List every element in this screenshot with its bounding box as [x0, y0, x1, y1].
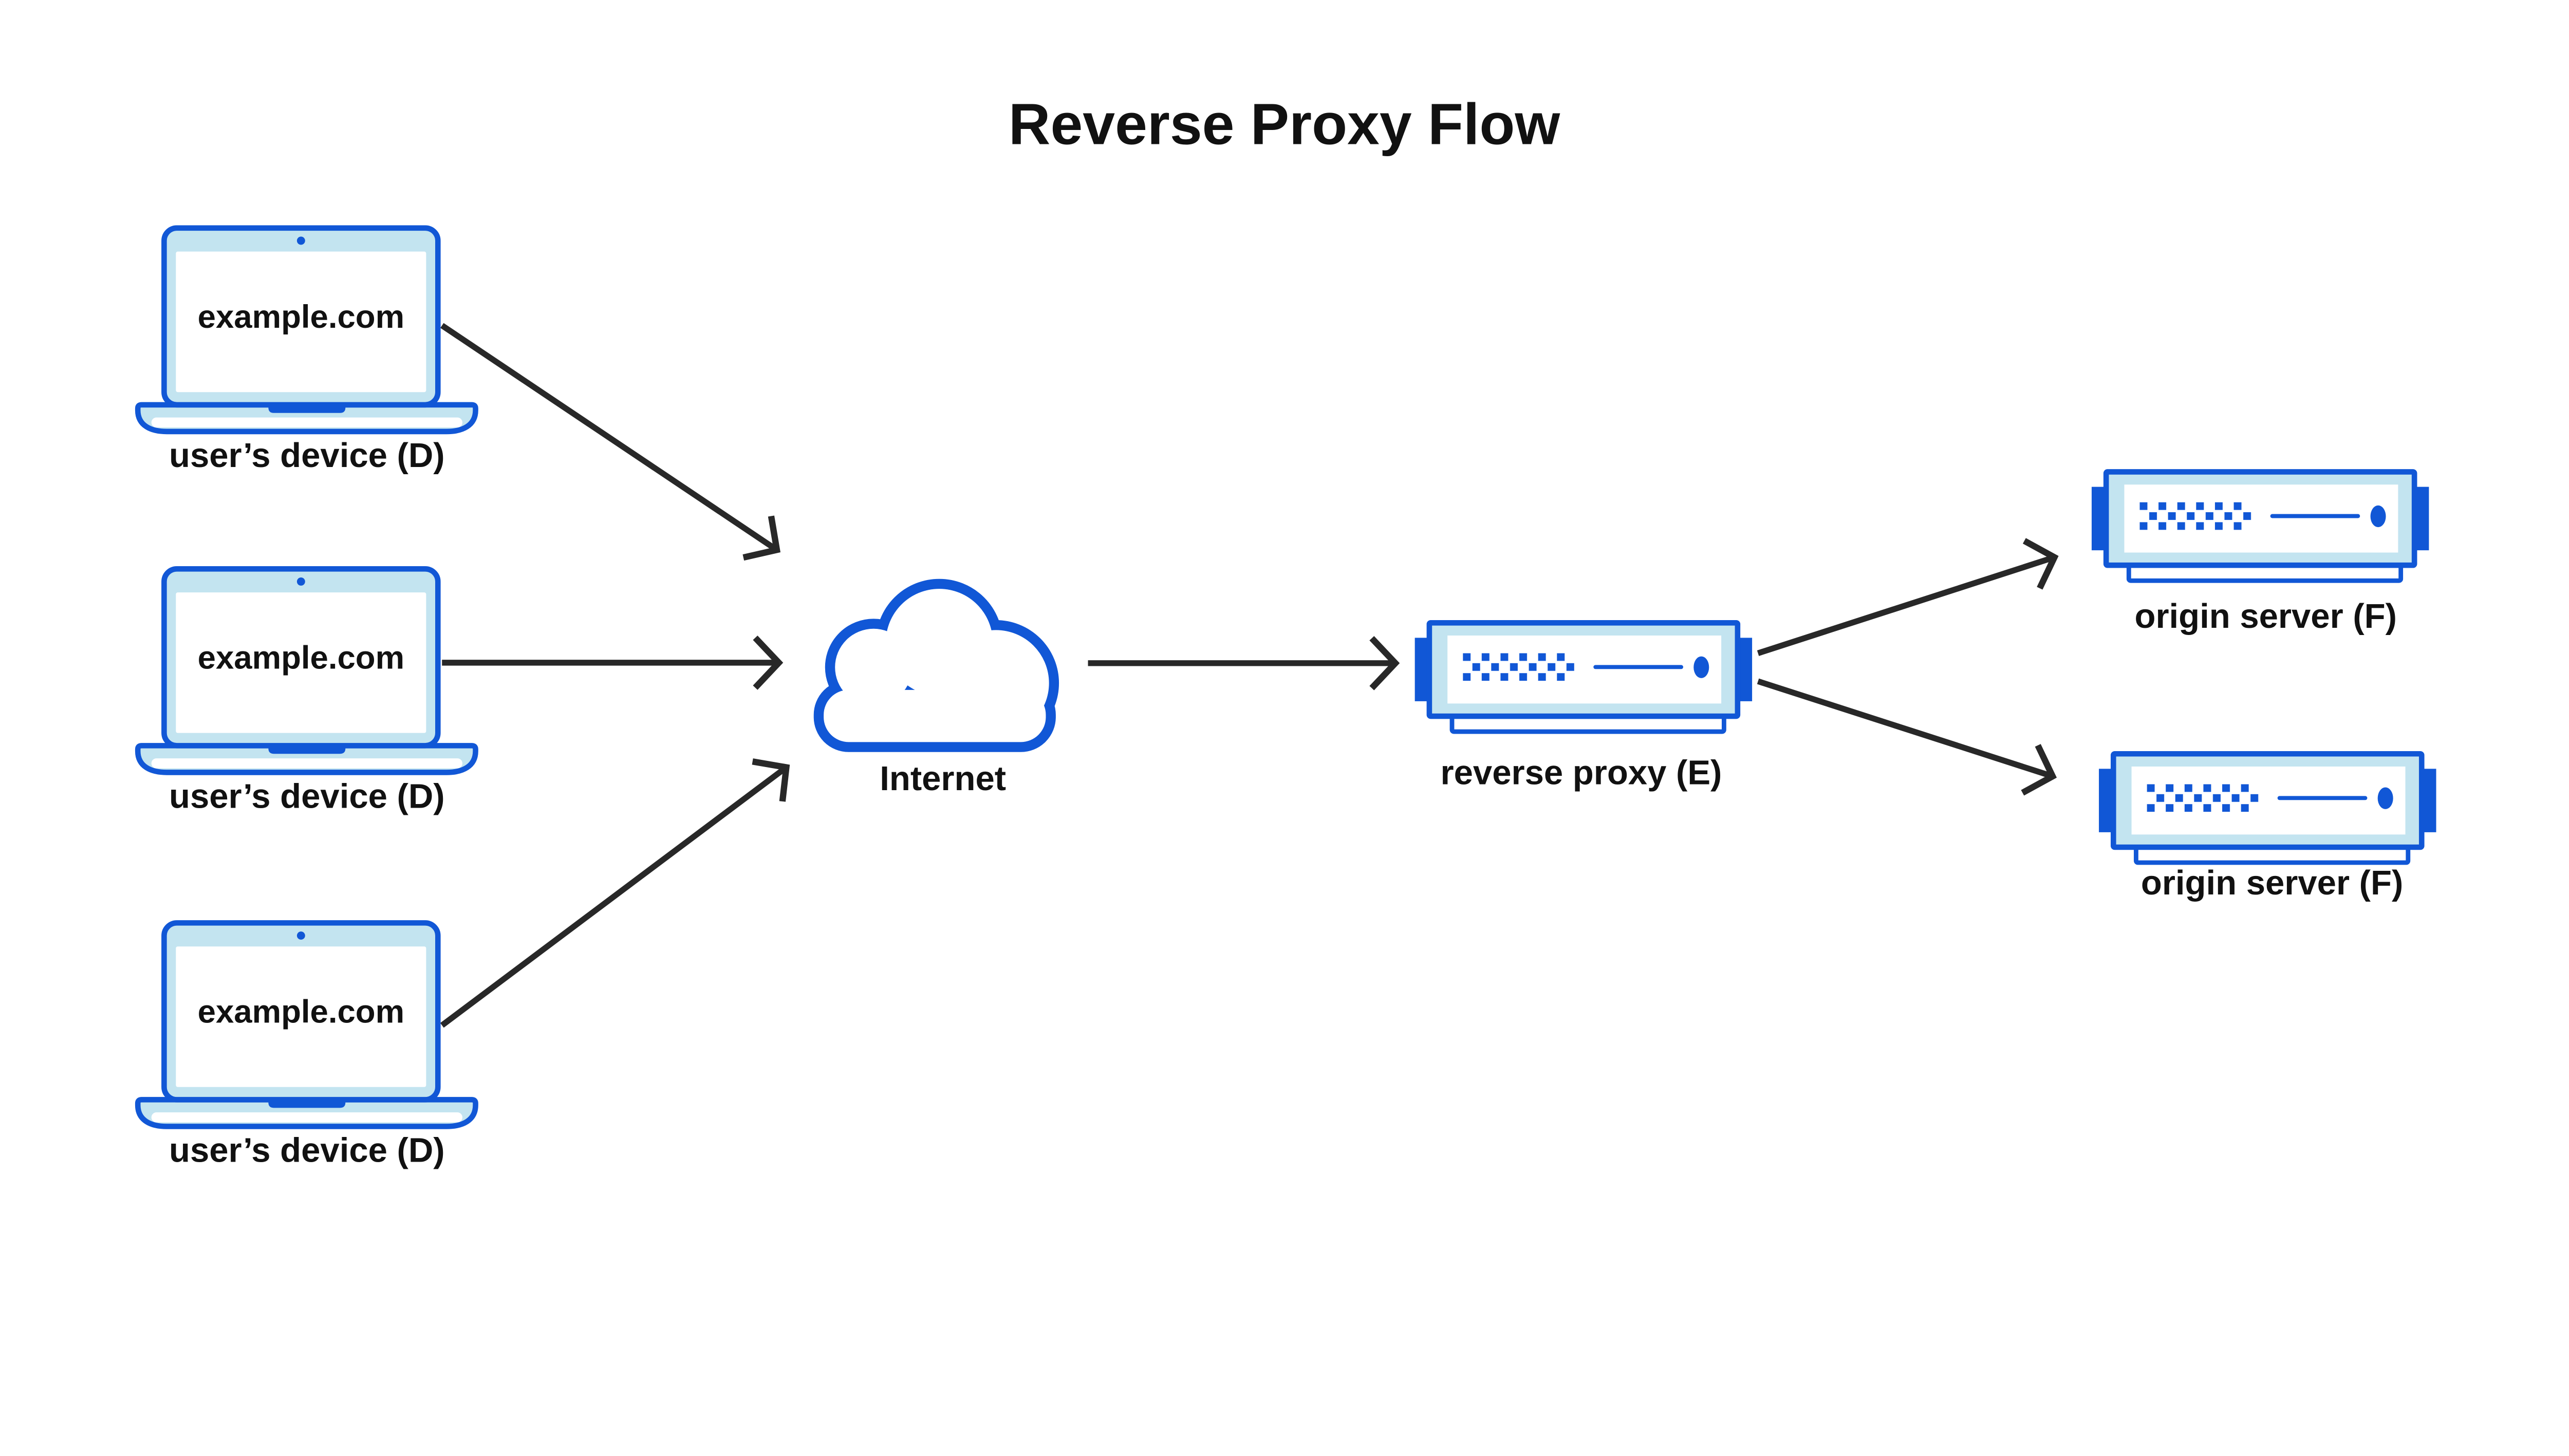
user-device-1-node: example.com user’s device (D)	[135, 225, 478, 475]
server-icon	[2099, 751, 2436, 865]
laptop-screen	[176, 251, 426, 393]
laptop-icon	[135, 566, 478, 775]
arrow-device1-to-internet	[440, 323, 781, 561]
origin-server-caption: origin server (F)	[2135, 597, 2397, 636]
diagram-title: Reverse Proxy Flow	[1009, 92, 1560, 157]
origin-server-1-node: origin server (F)	[2091, 469, 2429, 636]
laptop-screen	[176, 946, 426, 1087]
reverse-proxy-node: reverse proxy (E)	[1414, 620, 1753, 792]
server-led-icon	[2377, 787, 2393, 809]
arrow-device3-to-internet	[440, 758, 790, 1028]
user-device-3-node: example.com user’s device (D)	[135, 920, 478, 1169]
device-caption: user’s device (D)	[169, 777, 445, 815]
screen-url-text: example.com	[198, 639, 404, 676]
origin-server-2-node: origin server (F)	[2099, 751, 2436, 902]
screen-url-text: example.com	[198, 993, 404, 1030]
device-caption: user’s device (D)	[169, 436, 445, 475]
laptop-screen	[176, 592, 426, 733]
device-caption: user’s device (D)	[169, 1131, 445, 1169]
diagram-svg: Reverse Proxy Flow example.com user’s de…	[135, 91, 2436, 1170]
camera-dot-icon	[296, 236, 305, 245]
internet-caption: Internet	[880, 759, 1006, 798]
user-device-2-node: example.com user’s device (D)	[135, 566, 478, 815]
arrow-proxy-to-origin2	[1757, 678, 2057, 796]
server-vents-pattern	[1463, 653, 1575, 681]
cloud-body	[824, 589, 1049, 742]
laptop-base-highlight	[151, 417, 462, 428]
camera-dot-icon	[296, 577, 305, 586]
reverse-proxy-flow-diagram: Reverse Proxy Flow example.com user’s de…	[135, 91, 2436, 1170]
origin-server-caption: origin server (F)	[2141, 864, 2403, 902]
server-icon	[2091, 469, 2429, 583]
laptop-icon	[135, 225, 478, 435]
server-vents-pattern	[2147, 784, 2259, 812]
internet-node: Internet	[813, 578, 1059, 798]
server-led-icon	[2370, 505, 2386, 528]
server-slot-line	[2277, 796, 2368, 800]
laptop-base-highlight	[151, 758, 462, 769]
reverse-proxy-caption: reverse proxy (E)	[1441, 753, 1722, 792]
laptop-base-highlight	[151, 1112, 462, 1123]
server-slot-line	[2270, 514, 2360, 518]
camera-dot-icon	[296, 931, 305, 940]
internet-cloud-icon	[813, 578, 1059, 752]
screen-url-text: example.com	[198, 298, 404, 335]
server-icon	[1414, 620, 1753, 734]
server-vents-pattern	[2139, 502, 2251, 530]
server-slot-line	[1593, 665, 1683, 669]
arrow-proxy-to-origin1	[1757, 538, 2059, 656]
flow-arrows	[440, 323, 2059, 1028]
laptop-icon	[135, 920, 478, 1129]
server-led-icon	[1693, 656, 1709, 678]
